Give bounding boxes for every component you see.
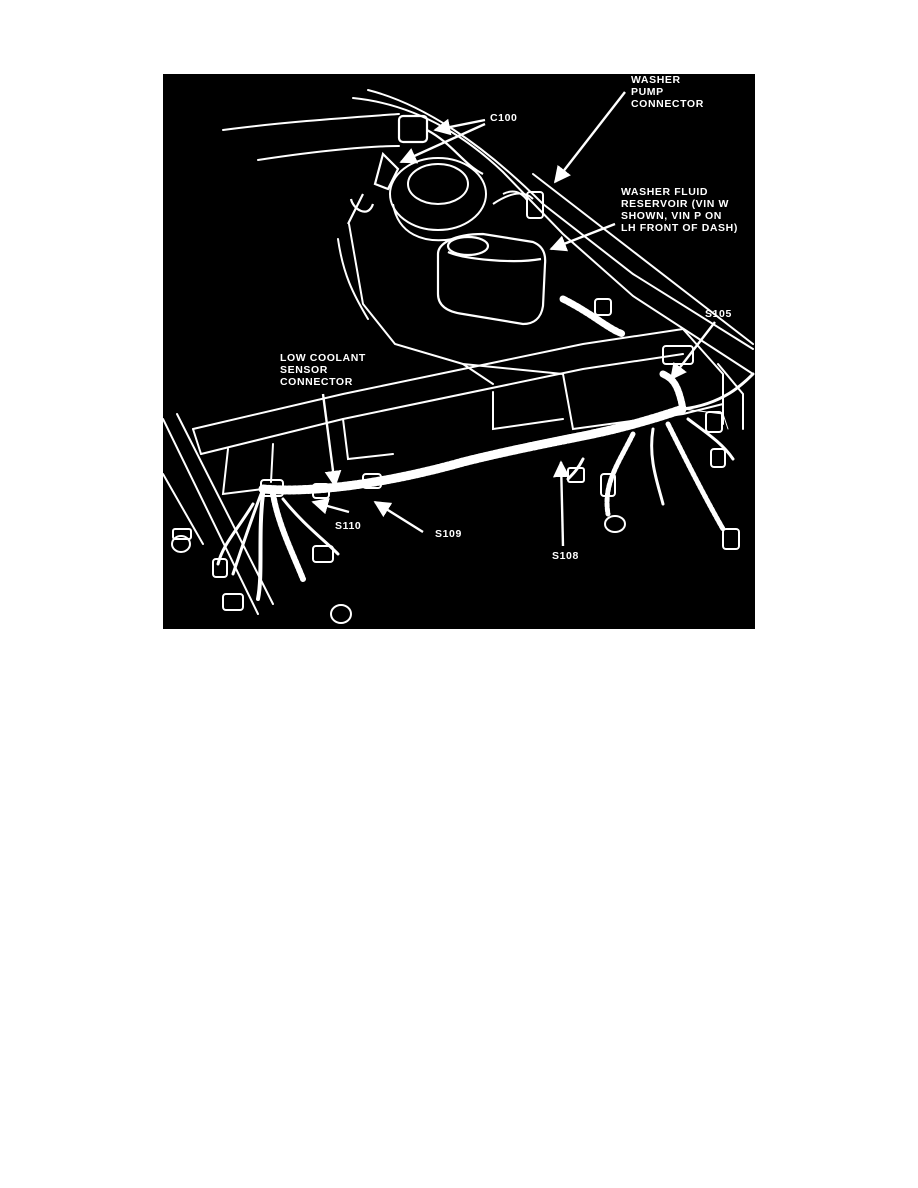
label-line: CONNECTOR — [631, 98, 704, 110]
leader-arrows — [311, 91, 716, 547]
label-line: SENSOR — [280, 364, 328, 376]
label-line: RESERVOIR (VIN W — [621, 198, 730, 210]
label-line: LH FRONT OF DASH) — [621, 222, 738, 234]
label-s108: S108 — [552, 550, 579, 562]
washer-pump-connector — [502, 190, 544, 219]
label-line: CONNECTOR — [280, 376, 353, 388]
label-line: WASHER — [631, 74, 681, 86]
label-line: LOW COOLANT — [280, 352, 366, 364]
label-low-coolant-sensor-connector: LOW COOLANT SENSOR CONNECTOR — [280, 352, 366, 388]
label-line: S108 — [552, 550, 579, 562]
label-line: WASHER FLUID — [621, 186, 709, 198]
label-line: PUMP — [631, 86, 664, 98]
label-line: SHOWN, VIN P ON — [621, 210, 722, 222]
label-washer-fluid-reservoir: WASHER FLUID RESERVOIR (VIN W SHOWN, VIN… — [621, 186, 738, 234]
washer-reservoir — [436, 232, 547, 326]
wiring-drawing — [163, 89, 755, 624]
label-line: S110 — [335, 520, 362, 532]
label-line: S109 — [435, 528, 462, 540]
wiring-harness — [216, 295, 755, 601]
wiring-diagram: WASHER PUMP CONNECTOR C100 WASHER FLUID … — [163, 74, 755, 629]
washer-pump — [389, 157, 534, 242]
label-washer-pump-connector: WASHER PUMP CONNECTOR — [631, 74, 704, 110]
body-outline — [163, 89, 754, 615]
label-s109: S109 — [435, 528, 462, 540]
label-c100: C100 — [490, 112, 518, 124]
label-s110: S110 — [335, 520, 361, 532]
label-s105: S105 — [705, 308, 732, 320]
label-line: S105 — [705, 308, 732, 320]
label-line: C100 — [490, 112, 518, 124]
